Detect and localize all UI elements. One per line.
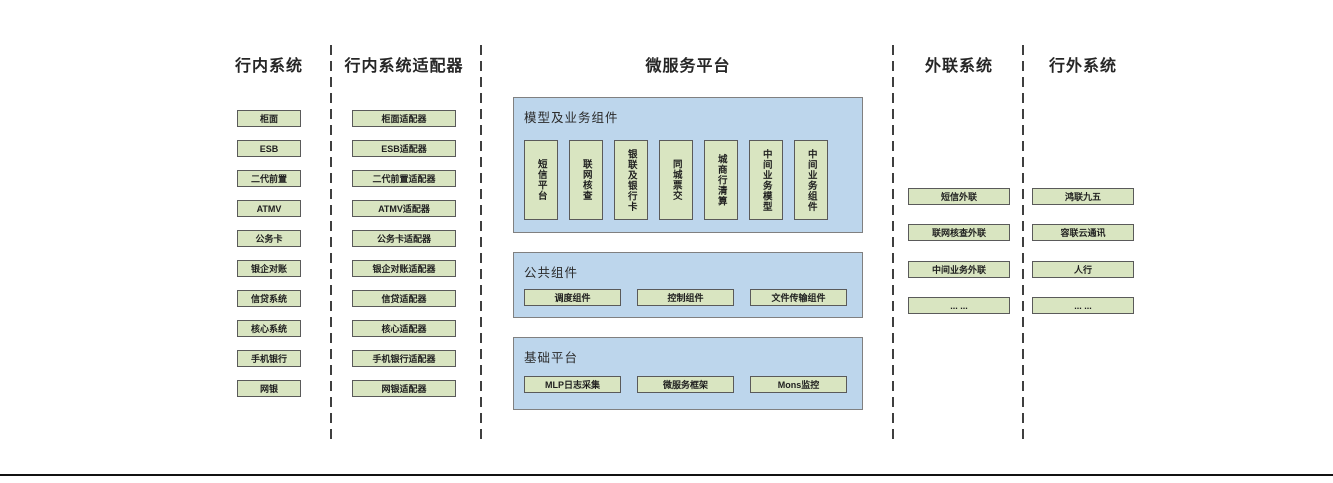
model-component-box: 中间业务组件 (794, 140, 828, 220)
outbank-system-box: ... ... (1032, 297, 1134, 315)
external-link-box: 短信外联 (908, 188, 1010, 205)
model-component-box: 城商行清算 (704, 140, 738, 220)
outbank-system-box: 鸿联九五 (1032, 188, 1134, 205)
column-divider (480, 45, 482, 445)
model-component-box: 短信平台 (524, 140, 558, 220)
adapter-box: 网银适配器 (352, 380, 456, 397)
base-platform-row: MLP日志采集 微服务框架 Mons监控 (524, 376, 847, 393)
column-title-inbank: 行内系统 (234, 58, 303, 75)
adapter-box: 公务卡适配器 (352, 230, 456, 247)
panel-label-common: 公共组件 (524, 266, 579, 280)
outbank-system-list: 鸿联九五 容联云通讯 人行 ... ... (1032, 188, 1134, 315)
common-component-row: 调度组件 控制组件 文件传输组件 (524, 289, 847, 306)
column-divider (330, 45, 332, 445)
inbank-system-box: 银企对账 (237, 260, 301, 277)
inbank-system-box: 信贷系统 (237, 290, 301, 307)
inbank-system-box: 公务卡 (237, 230, 301, 247)
model-component-box: 银联及银行卡 (614, 140, 648, 220)
model-component-row: 短信平台 联网核查 银联及银行卡 同城票交 城商行清算 中间业务模型 中间业务组… (524, 140, 828, 220)
inbank-system-box: 柜面 (237, 110, 301, 127)
base-platform-box: MLP日志采集 (524, 376, 621, 393)
outbank-system-box: 容联云通讯 (1032, 224, 1134, 242)
adapter-box: 核心适配器 (352, 320, 456, 337)
model-component-box: 中间业务模型 (749, 140, 783, 220)
panel-label-model: 模型及业务组件 (524, 111, 619, 125)
adapter-box: 二代前置适配器 (352, 170, 456, 187)
column-title-external: 外联系统 (924, 58, 993, 75)
common-component-box: 文件传输组件 (750, 289, 847, 306)
common-components-panel: 公共组件 调度组件 控制组件 文件传输组件 (513, 252, 863, 318)
adapter-box: 银企对账适配器 (352, 260, 456, 277)
column-divider (892, 45, 894, 445)
column-divider (1022, 45, 1024, 445)
adapter-list: 柜面适配器 ESB适配器 二代前置适配器 ATMV适配器 公务卡适配器 银企对账… (352, 110, 456, 397)
base-platform-box: Mons监控 (750, 376, 847, 393)
base-platform-box: 微服务框架 (637, 376, 734, 393)
inbank-system-box: 二代前置 (237, 170, 301, 187)
external-link-box: 中间业务外联 (908, 260, 1010, 278)
common-component-box: 调度组件 (524, 289, 621, 306)
external-link-box: ... ... (908, 297, 1010, 315)
column-title-platform: 微服务平台 (645, 58, 731, 75)
inbank-system-box: 核心系统 (237, 320, 301, 337)
bottom-rule (0, 474, 1333, 476)
external-link-box: 联网核查外联 (908, 224, 1010, 242)
outbank-system-box: 人行 (1032, 260, 1134, 278)
column-title-outbank: 行外系统 (1048, 58, 1117, 75)
adapter-box: 柜面适配器 (352, 110, 456, 127)
adapter-box: ESB适配器 (352, 140, 456, 157)
adapter-box: 信贷适配器 (352, 290, 456, 307)
panel-label-base: 基础平台 (524, 351, 579, 365)
model-component-box: 联网核查 (569, 140, 603, 220)
common-component-box: 控制组件 (637, 289, 734, 306)
base-platform-panel: 基础平台 MLP日志采集 微服务框架 Mons监控 (513, 337, 863, 410)
inbank-system-list: 柜面 ESB 二代前置 ATMV 公务卡 银企对账 信贷系统 核心系统 手机银行… (237, 110, 301, 397)
model-component-box: 同城票交 (659, 140, 693, 220)
model-components-panel: 模型及业务组件 短信平台 联网核查 银联及银行卡 同城票交 城商行清算 中间业务… (513, 97, 863, 233)
inbank-system-box: ATMV (237, 200, 301, 217)
adapter-box: ATMV适配器 (352, 200, 456, 217)
inbank-system-box: 手机银行 (237, 350, 301, 367)
inbank-system-box: 网银 (237, 380, 301, 397)
adapter-box: 手机银行适配器 (352, 350, 456, 367)
inbank-system-box: ESB (237, 140, 301, 157)
column-title-adapters: 行内系统适配器 (344, 58, 464, 75)
external-link-list: 短信外联 联网核查外联 中间业务外联 ... ... (908, 188, 1010, 315)
